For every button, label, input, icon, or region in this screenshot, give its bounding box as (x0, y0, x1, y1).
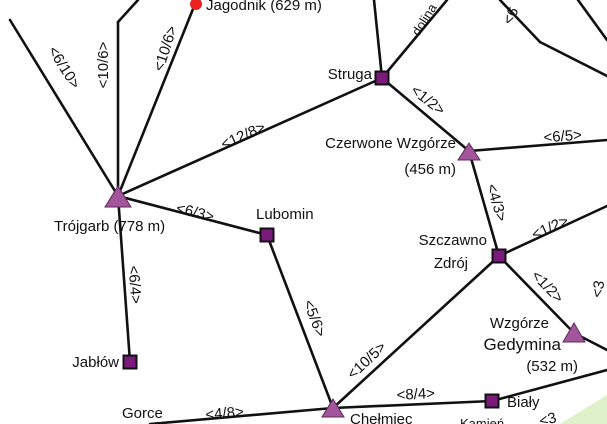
route-label: <1/2> (528, 267, 567, 307)
trail-edge (116, 2, 197, 198)
route-label: <4/8> (205, 403, 245, 423)
trail-edge (467, 149, 501, 258)
trail-edge (148, 406, 335, 424)
trail-edge (498, 0, 542, 44)
trail-edge (116, 194, 132, 364)
green-area (560, 395, 607, 424)
trail-edge (538, 40, 607, 78)
place-label-jagodnik: Jagodnik (629 m) (206, 0, 322, 14)
trail-edge (265, 233, 335, 410)
place-label-gedymina: Gedymina (484, 335, 562, 354)
route-label: <3 (589, 279, 607, 299)
route-label: <6/3> (174, 200, 216, 226)
place-label-czerwone-elevation: (456 m) (404, 161, 456, 178)
town-marker-struga[interactable] (374, 70, 390, 86)
place-label-struga: Struga (328, 66, 373, 83)
town-marker-bialy[interactable] (484, 393, 500, 409)
trail-edge (497, 254, 576, 335)
place-label-jablow: Jabłów (72, 354, 119, 371)
route-label: <3 (537, 409, 558, 424)
peak-marker-chelmiec[interactable] (321, 398, 345, 418)
place-label-czerwone-wzgorze: Czerwone Wzgórze (325, 135, 456, 152)
town-marker-lubomin[interactable] (259, 227, 275, 243)
trail-edge (490, 368, 607, 403)
trail-edge (116, 76, 384, 198)
place-label-kamien: Kamień (460, 416, 504, 424)
place-label-chelmiec: Chełmiec (350, 411, 413, 424)
trail-edge (467, 138, 607, 153)
place-label-dolina: dolina (409, 0, 441, 38)
place-label-lubomin: Lubomin (256, 206, 314, 223)
trail-edge (380, 76, 471, 153)
trail-edge (372, 0, 384, 80)
town-marker-jablow[interactable] (122, 354, 138, 370)
village-marker-jagodnik[interactable] (190, 0, 202, 10)
route-label: <12/8> (218, 119, 268, 154)
route-label: <8/4> (396, 385, 435, 404)
place-label-szczawno: Szczawno (419, 232, 487, 249)
place-label-gedymina-elevation: (532 m) (526, 358, 578, 375)
trail-edge (576, 0, 607, 42)
trail-edge (116, 194, 269, 237)
peak-marker-wzgorze-gedymina[interactable] (562, 322, 586, 343)
town-marker-szczawno-zdroj[interactable] (491, 248, 507, 264)
peak-marker-trojgarb[interactable] (104, 185, 132, 208)
place-label-zdroj: Zdrój (434, 255, 468, 272)
place-label-trojgarb: Trójgarb (778 m) (54, 218, 165, 235)
markers (104, 0, 586, 418)
route-label: <1/2> (407, 82, 448, 119)
route-label: <1/2> (529, 212, 571, 243)
route-label: <10/6> (95, 41, 112, 88)
peak-marker-czerwone-wzgorze[interactable] (457, 142, 481, 161)
place-label-bialy: Biały (507, 394, 540, 411)
trail-network (8, 0, 607, 424)
place-label-gorce: Gorce (122, 405, 163, 422)
trail-edge (380, 0, 449, 80)
route-label: <6 (500, 5, 523, 28)
trail-edge (497, 204, 607, 258)
trail-edge (331, 254, 501, 410)
trail-edge (116, 0, 140, 24)
place-label-wzgorze: Wzgórze (490, 315, 549, 332)
trail-edge (8, 18, 120, 198)
trail-edge (331, 399, 494, 410)
route-label: <6/4> (125, 265, 145, 305)
route-label: <6/5> (543, 127, 583, 147)
